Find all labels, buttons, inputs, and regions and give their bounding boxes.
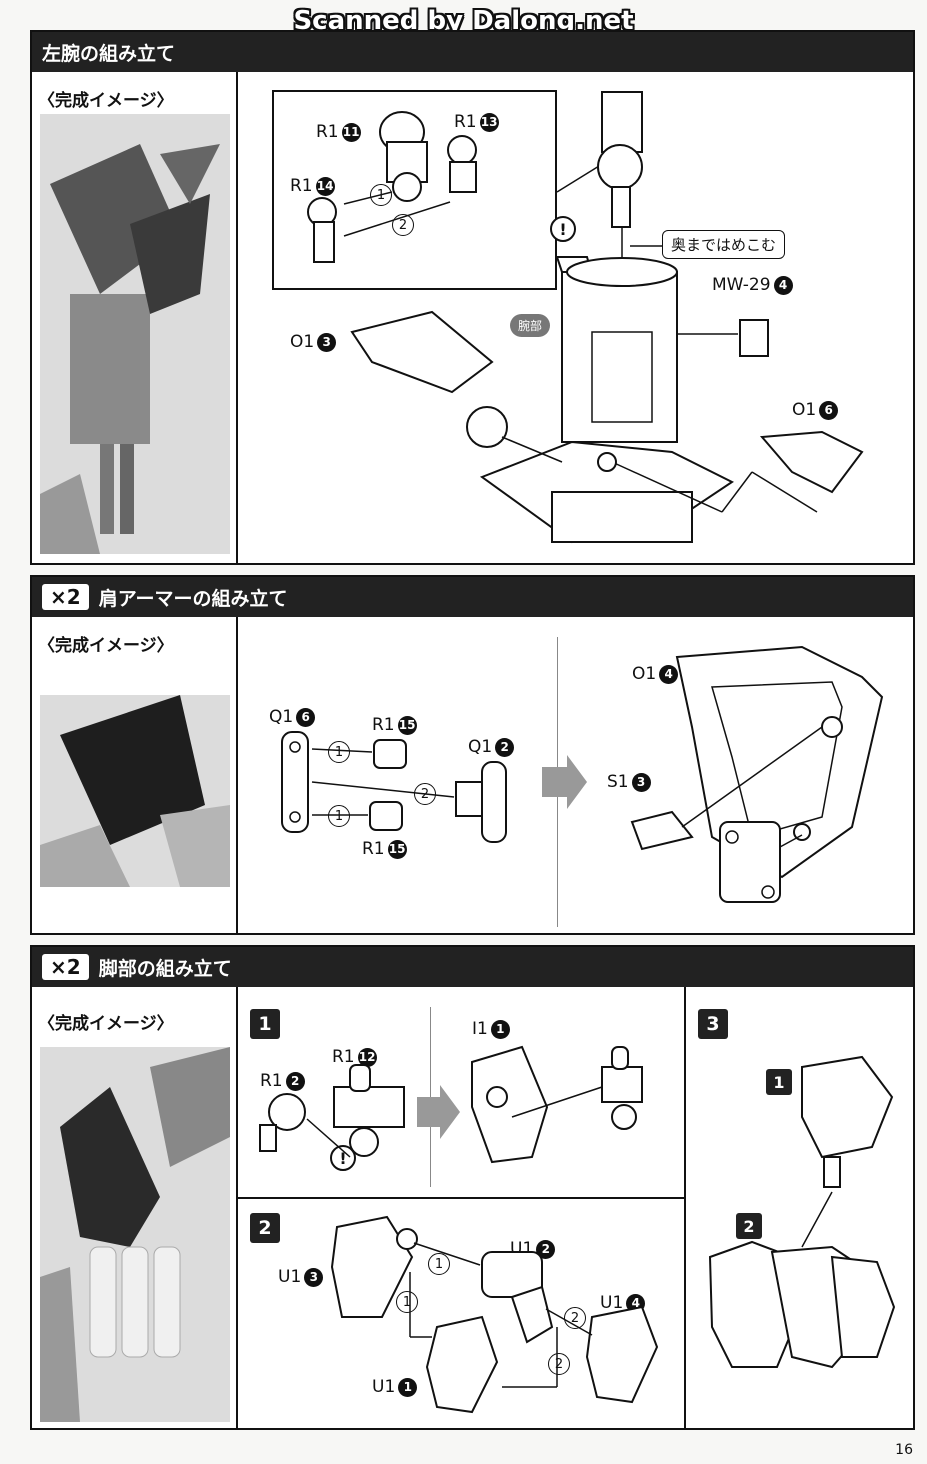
divider [236, 72, 238, 565]
step-box-1: 1 [250, 1009, 280, 1039]
step-1b-marker: 1 [328, 805, 350, 827]
divider [236, 617, 238, 935]
warning-icon: ! [550, 216, 576, 242]
divider [236, 987, 238, 1430]
section-title: 脚部の組み立て [98, 957, 232, 980]
arm-photo-illustration [40, 144, 220, 554]
step-2-marker: 2 [564, 1307, 586, 1329]
shoulder-photo-illustration [40, 695, 230, 887]
step-box-3-2: 2 [736, 1213, 762, 1239]
completed-image-photo [40, 695, 230, 887]
step-1-marker: 1 [328, 741, 350, 763]
section-title: 左腕の組み立て [42, 42, 176, 65]
image-label: 〈完成イメージ〉 [38, 636, 174, 656]
page-number: 16 [895, 1442, 913, 1458]
multiplier-badge: ×2 [42, 954, 89, 980]
multiplier-badge: ×2 [42, 584, 89, 610]
step-1b-marker: 1 [396, 1291, 418, 1313]
step-box-3-1: 1 [766, 1069, 792, 1095]
divider-mid [684, 987, 686, 1430]
image-label: 〈完成イメージ〉 [38, 1014, 174, 1034]
leg-assembly-diagram [259, 1045, 896, 1414]
section-header: ×2 脚部の組み立て [32, 947, 913, 987]
section-header: ×2 肩アーマーの組み立て [32, 577, 913, 617]
push-in-callout: 奥まではめこむ [662, 230, 786, 259]
step-box-2: 2 [250, 1213, 280, 1243]
arm-tag: 腕部 [510, 314, 551, 337]
step-1-marker: 1 [428, 1253, 450, 1275]
completed-image-photo [40, 114, 230, 554]
arm-assembly-diagram [307, 91, 864, 544]
divider-h [236, 1197, 686, 1199]
leg-photo-illustration [40, 1047, 230, 1422]
warning-icon: ! [330, 1145, 356, 1171]
completed-image-photo [40, 1047, 230, 1422]
section-header: 左腕の組み立て [32, 32, 913, 72]
shoulder-assembly-diagram [281, 645, 884, 903]
section-title: 肩アーマーの組み立て [98, 587, 288, 610]
image-label: 〈完成イメージ〉 [38, 91, 174, 111]
step-2b-marker: 2 [548, 1353, 570, 1375]
step-box-3: 3 [698, 1009, 728, 1039]
